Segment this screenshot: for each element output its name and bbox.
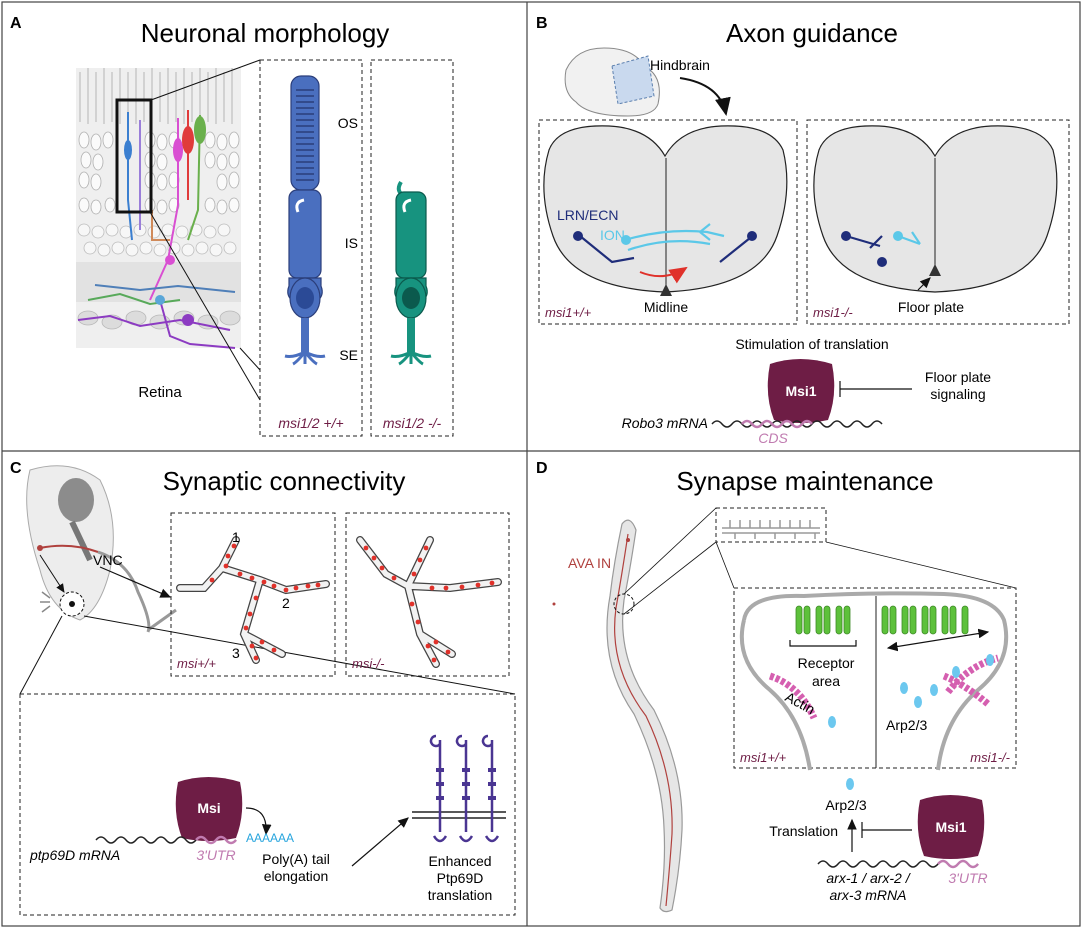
c-mechanism-box	[19, 693, 516, 916]
panel-d: D Synapse maintenance AVA IN	[536, 460, 1017, 913]
retina-label: Retina	[138, 384, 182, 401]
cds-label: CDS	[758, 430, 788, 446]
ion-label: ION	[600, 227, 625, 243]
receptor-label-1: Receptor	[798, 655, 855, 671]
msi1-label-b: Msi1	[785, 383, 816, 399]
d-synapse-box	[733, 587, 1017, 769]
branch-3-label: 3	[232, 645, 240, 661]
msi1-protein-b	[767, 359, 835, 423]
arp23-particles	[828, 654, 994, 728]
lrn-label: LRN/ECN	[557, 207, 618, 223]
floor-plate-label: Floor plate	[898, 299, 964, 315]
polya-label: AAAAAA	[246, 831, 294, 845]
arp23-inside-label: Arp2/3	[886, 717, 927, 733]
enhanced-line1: Enhanced	[428, 853, 491, 869]
b-ko-box	[806, 119, 1070, 325]
rod-photoreceptor-ko	[390, 180, 432, 366]
panel-c: C Synaptic connectivity VNC	[10, 460, 516, 916]
msi-protein-c	[175, 777, 243, 841]
utr-label-d: 3'UTR	[948, 870, 987, 886]
arp23-below-label: Arp2/3	[825, 797, 866, 813]
translation-label: Translation	[769, 823, 838, 839]
receptor-label-2: area	[812, 673, 840, 689]
msi-label-c: Msi	[197, 800, 220, 816]
layer-os-label: OS	[338, 115, 358, 131]
msi1-protein-d	[917, 795, 985, 859]
c-elegans-worm	[606, 507, 717, 913]
b-ko-genotype: msi1-/-	[813, 305, 853, 320]
midline-label: Midline	[644, 299, 689, 315]
a-wt-box	[259, 59, 363, 437]
d-ko-genotype: msi1-/-	[970, 750, 1010, 765]
arx-mrna-line1: arx-1 / arx-2 /	[826, 870, 911, 886]
polya-tail-line2: elongation	[264, 868, 329, 884]
c-wt-box	[170, 512, 336, 677]
floor-signal-line2: signaling	[930, 386, 985, 402]
hindbrain-label: Hindbrain	[650, 57, 710, 73]
floor-signal-line1: Floor plate	[925, 369, 991, 385]
vnc-label: VNC	[93, 552, 123, 568]
layer-se-label: SE	[339, 347, 358, 363]
msi1-label-d: Msi1	[935, 819, 966, 835]
hindbrain-arrow	[679, 77, 731, 116]
retina-illustration	[76, 59, 261, 401]
rod-photoreceptor-wt	[284, 75, 326, 366]
branch-2-label: 2	[282, 595, 290, 611]
panel-d-title: Synapse maintenance	[676, 466, 933, 496]
a-wt-genotype: msi1/2 +/+	[278, 415, 343, 431]
layer-is-label: IS	[345, 235, 358, 251]
retina-zoom-box	[115, 98, 153, 214]
c-wt-genotype: msi+/+	[177, 656, 216, 671]
enhanced-line3: translation	[428, 887, 493, 903]
robo3-mrna-label: Robo3 mRNA	[622, 415, 708, 431]
c-ko-genotype: msi-/-	[352, 656, 385, 671]
stimulation-label: Stimulation of translation	[735, 336, 888, 352]
panel-a-letter: A	[10, 15, 22, 32]
panel-c-title: Synaptic connectivity	[163, 466, 406, 496]
panel-b: B Axon guidance Hindbrain LRN/ECN ION Mi…	[536, 15, 1070, 446]
hindbrain-section-wt	[543, 125, 788, 293]
a-ko-genotype: msi1/2 -/-	[383, 415, 442, 431]
ptp69d-mrna-label: ptp69D mRNA	[29, 847, 120, 863]
enhanced-line2: Ptp69D	[437, 870, 484, 886]
c-ko-box	[345, 512, 510, 677]
ava-label: AVA IN	[568, 555, 611, 571]
arx-mrna-line2: arx-3 mRNA	[829, 887, 906, 903]
brain-sketch	[564, 47, 660, 117]
nmj-ko	[356, 536, 502, 668]
panel-b-title: Axon guidance	[726, 18, 898, 48]
a-ko-box	[370, 59, 454, 437]
synapse-membrane	[739, 591, 1009, 771]
fly-larva-sketch	[19, 465, 516, 695]
polya-tail-line1: Poly(A) tail	[262, 851, 330, 867]
utr-label-c: 3'UTR	[196, 847, 235, 863]
d-zoom-box	[715, 507, 827, 543]
branch-1-label: 1	[232, 529, 240, 545]
ptp69d-membrane	[412, 734, 506, 843]
panel-b-letter: B	[536, 15, 548, 32]
panel-a: A Neuronal morphology	[10, 15, 454, 437]
panel-c-letter: C	[10, 460, 22, 477]
d-wt-genotype: msi1+/+	[740, 750, 787, 765]
nmj-wt	[176, 536, 330, 664]
b-wt-box	[538, 119, 798, 325]
panel-a-title: Neuronal morphology	[141, 18, 390, 48]
receptors	[795, 605, 969, 635]
b-wt-genotype: msi1+/+	[545, 305, 592, 320]
panel-d-letter: D	[536, 460, 548, 477]
